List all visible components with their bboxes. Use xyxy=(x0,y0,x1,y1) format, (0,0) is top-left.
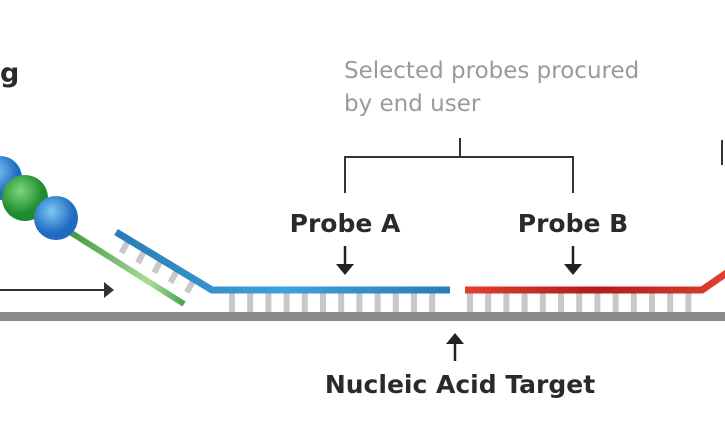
base-pair-rungs xyxy=(118,240,692,312)
rung xyxy=(184,279,196,294)
primer-strand xyxy=(68,229,186,307)
probe-a-label: Probe A xyxy=(290,209,401,238)
note-line-1: Selected probes procured xyxy=(344,58,639,84)
heading-fragment: g xyxy=(0,58,19,89)
rung xyxy=(135,250,147,265)
rung xyxy=(167,270,180,284)
blue-bead xyxy=(34,196,78,240)
arrow-down-icon xyxy=(564,246,582,275)
arrow-down-icon xyxy=(336,246,354,275)
target-label: Nucleic Acid Target xyxy=(325,370,595,399)
note-line-2: by end user xyxy=(344,91,481,117)
rung xyxy=(151,260,163,275)
bracket xyxy=(344,138,574,193)
arrow-up-icon xyxy=(446,333,464,361)
probe-a-strand xyxy=(114,229,450,294)
probe-b-label: Probe B xyxy=(518,209,628,238)
arrow-head-icon xyxy=(104,282,114,298)
rung xyxy=(118,240,131,255)
nucleic-acid-target-strand xyxy=(0,312,725,321)
probe-b-strand xyxy=(465,269,725,294)
